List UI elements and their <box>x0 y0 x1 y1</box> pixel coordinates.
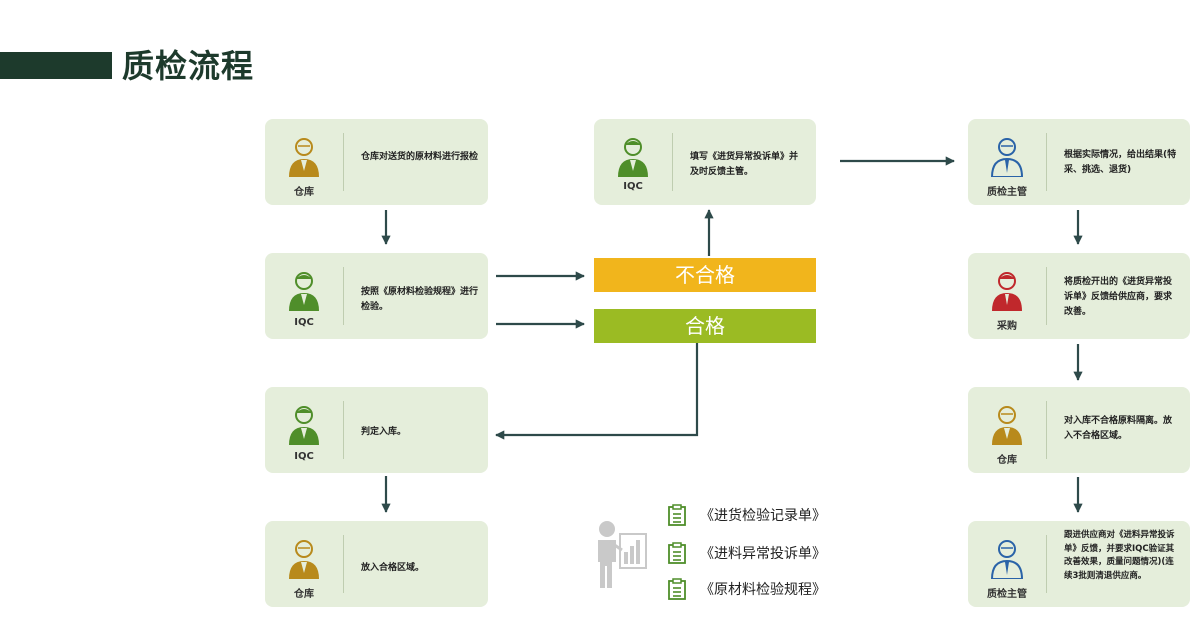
node-role: 质检主管 <box>987 589 1027 600</box>
node-role: 仓库 <box>294 187 314 198</box>
iqc-person-icon <box>265 253 343 339</box>
node-iqc-complaint: IQC 填写《进货异常投诉单》并及时反馈主管。 <box>594 119 816 205</box>
node-role: 仓库 <box>997 455 1017 466</box>
node-iqc-accept: IQC 判定入库。 <box>265 387 488 473</box>
node-text: 将质检开出的《进货异常投诉单》反馈给供应商，要求改善。 <box>1064 277 1173 317</box>
node-text: 放入合格区域。 <box>361 563 425 573</box>
warehouse-person-icon <box>265 119 343 205</box>
node-role: 采购 <box>997 321 1017 332</box>
node-iqc-inspect: IQC 按照《原材料检验规程》进行检验。 <box>265 253 488 339</box>
node-text: 判定入库。 <box>361 427 407 437</box>
purchasing-person-icon <box>968 253 1046 339</box>
iqc-person-icon <box>265 387 343 473</box>
node-purchasing-feedback: 采购 将质检开出的《进货异常投诉单》反馈给供应商，要求改善。 <box>968 253 1190 339</box>
supervisor-person-icon <box>968 521 1046 607</box>
arrow-pass-n3 <box>495 343 699 440</box>
document-item: 《进货检验记录单》 <box>668 503 826 527</box>
decision-fail: 不合格 <box>594 258 816 292</box>
node-role: IQC <box>623 181 643 192</box>
node-supervisor-decide: 质检主管 根据实际情况，给出结果(特采、挑选、退货) <box>968 119 1190 205</box>
title-accent-bar <box>0 52 112 79</box>
document-item: 《原材料检验规程》 <box>668 577 826 601</box>
node-text: 对入库不合格原料隔离。放入不合格区域。 <box>1064 416 1173 441</box>
document-item: 《进料异常投诉单》 <box>668 541 826 565</box>
supervisor-person-icon <box>968 119 1046 205</box>
clipboard-icon <box>668 504 686 526</box>
node-role: 仓库 <box>294 589 314 600</box>
node-role: IQC <box>294 317 314 328</box>
clipboard-icon <box>668 578 686 600</box>
decision-pass: 合格 <box>594 309 816 343</box>
node-text: 按照《原材料检验规程》进行检验。 <box>361 287 479 312</box>
document-label: 《原材料检验规程》 <box>700 582 826 598</box>
clipboard-icon <box>668 542 686 564</box>
node-text: 填写《进货异常投诉单》并及时反馈主管。 <box>690 152 799 177</box>
node-text: 根据实际情况，给出结果(特采、挑选、退货) <box>1064 150 1177 175</box>
node-warehouse-isolate: 仓库 对入库不合格原料隔离。放入不合格区域。 <box>968 387 1190 473</box>
warehouse-person-icon <box>968 387 1046 473</box>
document-label: 《进料异常投诉单》 <box>700 546 826 562</box>
page-title: 质检流程 <box>122 47 255 85</box>
iqc-person-icon <box>594 119 672 205</box>
presenter-figure-icon <box>598 521 647 588</box>
document-label: 《进货检验记录单》 <box>700 508 826 524</box>
node-warehouse-submit: 仓库 仓库对送货的原材料进行报检 <box>265 119 488 205</box>
node-text: 跟进供应商对《进料异常投诉单》反馈，并要求IQC验证其改善效果，质量问题情况)(… <box>1064 530 1175 581</box>
node-role: 质检主管 <box>987 187 1027 198</box>
node-text: 仓库对送货的原材料进行报检 <box>361 152 479 162</box>
warehouse-person-icon <box>265 521 343 607</box>
node-warehouse-store: 仓库 放入合格区域。 <box>265 521 488 607</box>
node-role: IQC <box>294 451 314 462</box>
node-supervisor-followup: 质检主管 跟进供应商对《进料异常投诉单》反馈，并要求IQC验证其改善效果，质量问… <box>968 521 1190 607</box>
